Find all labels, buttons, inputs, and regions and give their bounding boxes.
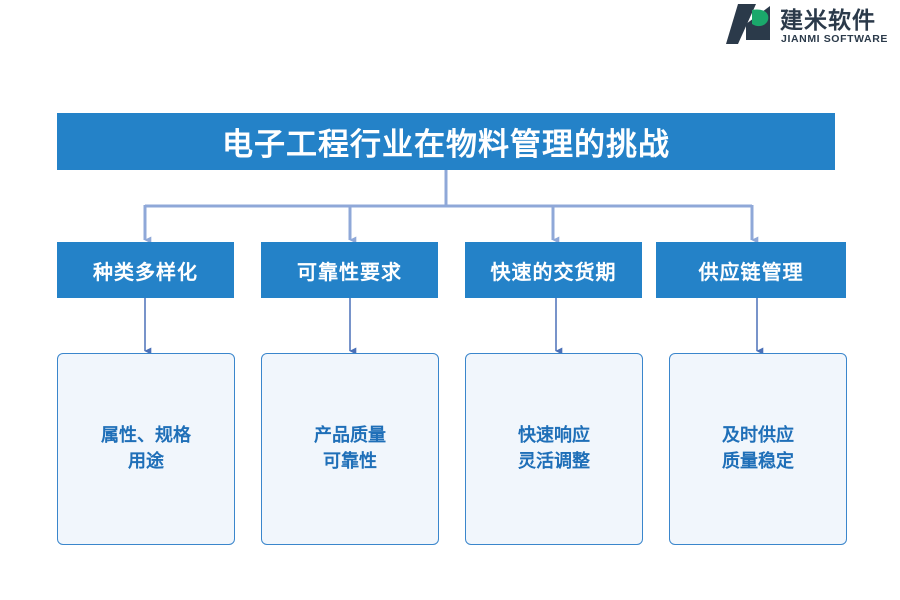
diagram-title: 电子工程行业在物料管理的挑战 [57, 113, 835, 170]
detail-line: 可靠性 [323, 451, 377, 472]
detail-box-3: 快速响应 灵活调整 [465, 353, 643, 545]
detail-line: 用途 [128, 451, 164, 472]
jianmi-logo-icon [726, 4, 770, 44]
detail-line: 属性、规格 [101, 425, 191, 446]
diagram-title-text: 电子工程行业在物料管理的挑战 [222, 127, 670, 163]
detail-line: 质量稳定 [722, 451, 794, 472]
detail-line: 快速响应 [518, 425, 590, 446]
detail-line: 灵活调整 [518, 451, 590, 472]
category-box-4: 供应链管理 [656, 242, 846, 298]
brand-name: 建米软件 [780, 8, 876, 34]
detail-line: 及时供应 [722, 425, 794, 446]
detail-box-2: 产品质量 可靠性 [261, 353, 439, 545]
detail-box-1: 属性、规格 用途 [57, 353, 235, 545]
category-label: 供应链管理 [698, 259, 804, 284]
detail-box-4: 及时供应 质量稳定 [669, 353, 847, 545]
category-label: 种类多样化 [93, 259, 198, 284]
detail-line: 产品质量 [314, 425, 386, 446]
category-box-2: 可靠性要求 [261, 242, 438, 298]
category-box-1: 种类多样化 [57, 242, 234, 298]
category-box-3: 快速的交货期 [465, 242, 642, 298]
brand-subtitle: JIANMI SOFTWARE [781, 33, 889, 45]
category-label: 可靠性要求 [297, 259, 402, 284]
category-label: 快速的交货期 [490, 259, 617, 284]
brand-logo: 建米软件 JIANMI SOFTWARE [724, 2, 900, 46]
